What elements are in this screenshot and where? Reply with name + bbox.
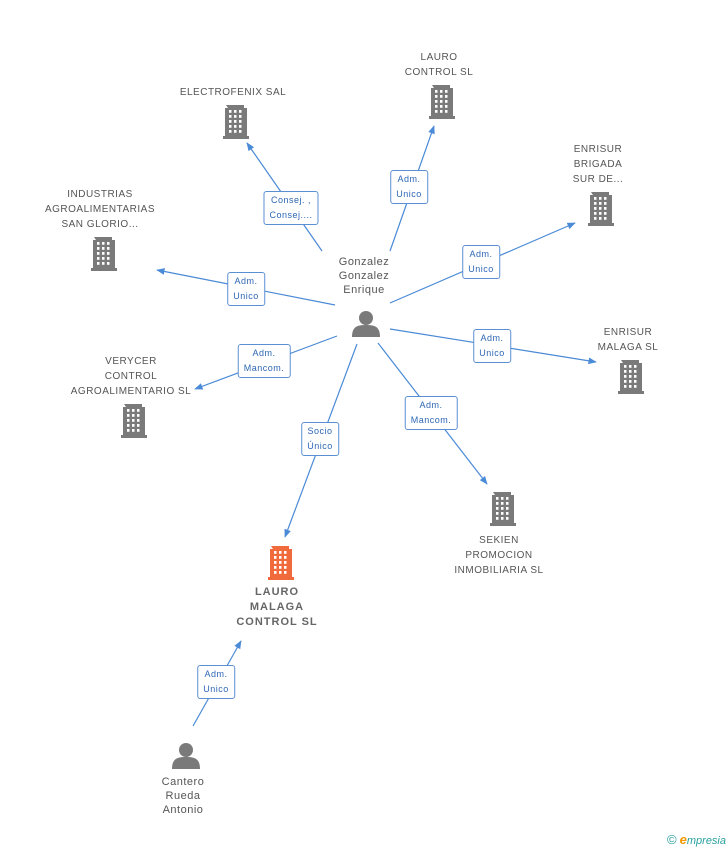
node-label-line: MALAGA bbox=[249, 601, 305, 613]
node-label-line: Antonio bbox=[162, 804, 204, 816]
edge-label-line: Adm. bbox=[469, 249, 493, 259]
node-label-line: SEKIEN bbox=[479, 535, 519, 546]
brand-name: mpresia bbox=[686, 835, 726, 847]
building-icon[interactable] bbox=[618, 360, 644, 394]
building-icon[interactable] bbox=[223, 105, 249, 139]
edge-label-line: Adm. bbox=[234, 276, 258, 286]
building-icon[interactable] bbox=[588, 192, 614, 226]
node-label-line: Rueda bbox=[165, 790, 201, 802]
edge-label-line: Adm. bbox=[419, 400, 443, 410]
node-label-line: ELECTROFENIX SAL bbox=[179, 87, 287, 98]
edge-label-line: Adm. bbox=[397, 174, 421, 184]
node-label-line: AGROALIMENTARIAS bbox=[44, 204, 156, 215]
building-icon[interactable] bbox=[121, 404, 147, 438]
node-label-industrias[interactable]: INDUSTRIAS AGROALIMENTARIAS SAN GLORIO... bbox=[45, 187, 155, 232]
edge-label-enrisur-brigada[interactable]: Adm. Unico bbox=[462, 245, 500, 279]
node-label-line: SAN GLORIO... bbox=[61, 219, 139, 230]
edge-label-verycer[interactable]: Adm. Mancom. bbox=[237, 344, 291, 378]
node-label-line: INDUSTRIAS bbox=[67, 189, 133, 200]
node-label-line: CONTROL bbox=[104, 371, 158, 382]
edge-label-line: Unico bbox=[203, 684, 229, 694]
node-label-electrofenix[interactable]: ELECTROFENIX SAL bbox=[180, 85, 286, 100]
node-label-line: SUR DE... bbox=[572, 174, 624, 185]
node-label-line: LAURO bbox=[420, 52, 458, 63]
node-label-line: INMOBILIARIA SL bbox=[454, 565, 544, 576]
node-label-lauro-control[interactable]: LAURO CONTROL SL bbox=[405, 50, 474, 80]
node-label-line: Enrique bbox=[343, 284, 385, 296]
brand-logo[interactable]: empresia bbox=[680, 832, 726, 847]
icon-layer bbox=[91, 85, 644, 769]
node-label-line: ENRISUR bbox=[573, 144, 623, 155]
node-label-enrisur-malaga[interactable]: ENRISUR MALAGA SL bbox=[598, 325, 659, 355]
edge-label-line: Adm. bbox=[204, 669, 228, 679]
node-label-line: PROMOCION bbox=[465, 550, 533, 561]
edge-label-lauro-control[interactable]: Adm. Unico bbox=[390, 170, 428, 204]
edge-label-line: Socio bbox=[307, 426, 333, 436]
node-label-line: CONTROL SL bbox=[236, 616, 318, 628]
node-label-lauro-malaga[interactable]: LAURO MALAGA CONTROL SL bbox=[236, 585, 317, 630]
edge-label-line: Mancom. bbox=[243, 363, 285, 373]
edge-label-line: Unico bbox=[396, 189, 422, 199]
node-label-line: VERYCER bbox=[105, 356, 157, 367]
footer-brand: © empresia bbox=[667, 832, 726, 847]
building-icon[interactable] bbox=[490, 492, 516, 526]
edge-label-line: Adm. bbox=[252, 348, 276, 358]
building-icon[interactable] bbox=[91, 237, 117, 271]
edge-label-line: Unico bbox=[479, 348, 505, 358]
node-label-line: BRIGADA bbox=[573, 159, 623, 170]
node-label-line: MALAGA SL bbox=[597, 342, 659, 353]
node-label-verycer[interactable]: VERYCER CONTROL AGROALIMENTARIO SL bbox=[71, 354, 192, 399]
edge-label-line: Consej.... bbox=[269, 210, 313, 220]
edge-label-line: Consej. , bbox=[270, 195, 312, 205]
node-label-line: LAURO bbox=[254, 586, 300, 598]
node-label-sekien[interactable]: SEKIEN PROMOCION INMOBILIARIA SL bbox=[454, 533, 543, 578]
node-label-line: AGROALIMENTARIO SL bbox=[70, 386, 192, 397]
edge-label-line: Unico bbox=[233, 291, 259, 301]
edge-label-line: Adm. bbox=[480, 333, 504, 343]
edge-label-enrisur-malaga[interactable]: Adm. Unico bbox=[473, 329, 511, 363]
building-icon[interactable] bbox=[429, 85, 455, 119]
building-icon[interactable] bbox=[268, 546, 294, 580]
node-label-line: Cantero bbox=[161, 776, 205, 788]
copyright-icon: © bbox=[667, 832, 677, 847]
node-label-line: ENRISUR bbox=[603, 327, 653, 338]
edge-label-line: Mancom. bbox=[410, 415, 452, 425]
edge-label-line: Unico bbox=[468, 264, 494, 274]
edge-label-lauro-malaga[interactable]: Adm. Unico bbox=[197, 665, 235, 699]
edge-label-industrias[interactable]: Adm. Unico bbox=[227, 272, 265, 306]
node-label-enrisur-brigada[interactable]: ENRISUR BRIGADA SUR DE... bbox=[573, 142, 624, 187]
edge-label-line: Único bbox=[307, 441, 333, 451]
brand-initial: e bbox=[679, 832, 687, 847]
person-icon[interactable] bbox=[172, 743, 200, 769]
person-icon[interactable] bbox=[352, 311, 380, 337]
edge-label-sekien[interactable]: Adm. Mancom. bbox=[404, 396, 458, 430]
node-label-line: Gonzalez bbox=[338, 270, 390, 282]
node-label-line: Gonzalez bbox=[338, 256, 390, 268]
edge-layer bbox=[156, 125, 597, 727]
node-label-line: CONTROL SL bbox=[404, 67, 474, 78]
edge-label-electrofenix[interactable]: Consej. , Consej.... bbox=[263, 191, 319, 225]
